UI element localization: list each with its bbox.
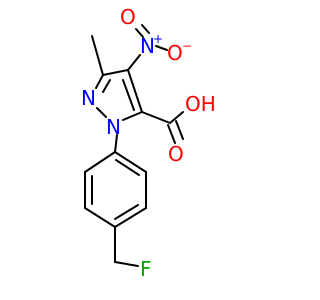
ring-n1-label: N	[106, 115, 121, 139]
bond-benzene-3	[114, 207, 147, 228]
nitro-n-charge: +	[153, 32, 163, 46]
fluorine-label: F	[140, 257, 152, 281]
molecule-structure: N + O − O N N OH O F	[81, 5, 216, 281]
bond-cooh-oh	[169, 111, 184, 124]
bond-c4-c5	[127, 69, 143, 113]
bond-benzene-inner-1	[115, 159, 140, 176]
bond-benzene-inner-2	[114, 204, 139, 220]
acid-oh-label: OH	[185, 92, 216, 116]
bond-benzene-1	[114, 151, 147, 173]
bond-c3-c4	[102, 69, 129, 76]
bond-c5-cooh	[141, 111, 171, 124]
acid-o-label: O	[168, 142, 184, 166]
bond-ch2-f	[114, 261, 139, 267]
bond-nitro-o-minus	[155, 45, 168, 51]
bond-n2-n1	[96, 107, 107, 118]
bond-c5-n1	[122, 111, 143, 121]
nitro-o-label: O	[120, 5, 136, 29]
molecule-diagram: N + O − O N N OH O F	[81, 5, 216, 281]
bond-c4-nitro	[127, 54, 141, 71]
bond-benzene-4	[84, 207, 116, 228]
bond-methyl	[91, 35, 104, 76]
bond-c4-c5-double	[122, 79, 135, 111]
bond-benzene-6	[84, 151, 116, 173]
bond-cooh-o	[167, 124, 176, 144]
bond-nitro-o-double-2	[141, 24, 150, 34]
bond-n1-phenyl	[114, 134, 118, 153]
ring-n2-label: N	[81, 86, 96, 110]
nitro-o-minus-label: O	[167, 41, 183, 65]
bond-c3-n2	[95, 74, 104, 89]
nitro-n-label: N	[140, 34, 155, 58]
bond-c3-n2-double	[102, 79, 111, 93]
bond-nitro-o-double	[135, 28, 144, 38]
nitro-o-minus-charge: −	[182, 39, 192, 53]
bond-cooh-o-double	[175, 120, 184, 140]
